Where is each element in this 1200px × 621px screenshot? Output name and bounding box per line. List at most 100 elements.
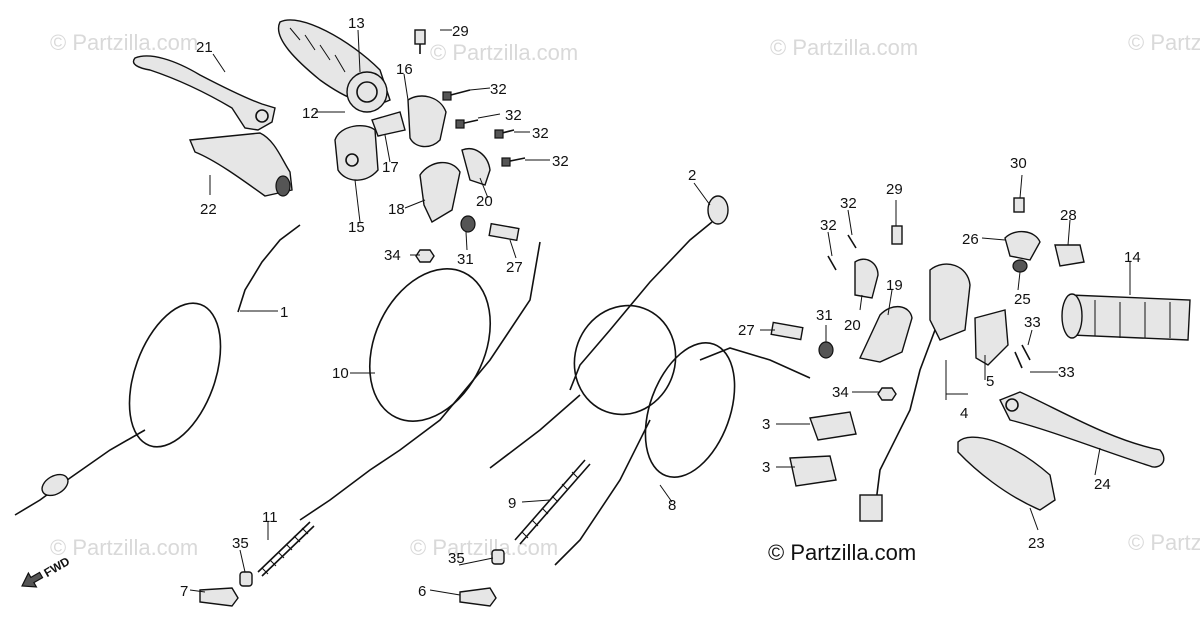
leader-lines [189, 29, 1131, 596]
part-21-lever [132, 55, 276, 131]
part-33-screws [1014, 344, 1031, 369]
callout-27-right: 27 [738, 322, 755, 339]
part-4-switch [859, 263, 971, 522]
callout-9: 9 [508, 495, 516, 512]
part-14-grip [1061, 293, 1191, 341]
callout-6: 6 [418, 583, 426, 600]
part-20-clamp [461, 148, 491, 186]
part-2-throttle-cable [489, 195, 729, 469]
callout-25: 25 [1014, 291, 1031, 308]
callout-19: 19 [886, 277, 903, 294]
callout-32-a: 32 [490, 81, 507, 98]
part-28-cap [1054, 244, 1085, 267]
callout-numbers: 21 22 13 29 16 12 32 32 32 32 17 20 18 1… [180, 15, 1141, 600]
callout-29-right: 29 [886, 181, 903, 198]
part-31-collar-right [818, 341, 834, 359]
callout-5: 5 [986, 373, 994, 390]
callout-17: 17 [382, 159, 399, 176]
part-3-band-upper [809, 411, 857, 441]
callout-20-right: 20 [844, 317, 861, 334]
fwd-arrow-icon [21, 571, 44, 588]
callout-26: 26 [962, 231, 979, 248]
callout-10: 10 [332, 365, 349, 382]
callout-33-b: 33 [1058, 364, 1075, 381]
part-20-clamp-right [854, 258, 879, 299]
part-11-spring [257, 521, 315, 577]
part-22-lever-cover [188, 132, 293, 197]
callout-20-left: 20 [476, 193, 493, 210]
watermark-top-left: © Partzilla.com [50, 30, 198, 55]
callout-18: 18 [388, 201, 405, 218]
callout-32-e: 32 [840, 195, 857, 212]
part-19-holder [858, 306, 913, 363]
callout-1: 1 [280, 304, 288, 321]
callout-16: 16 [396, 61, 413, 78]
part-34-nut-right [877, 387, 897, 401]
fwd-arrow: FWD [21, 554, 72, 588]
callout-24: 24 [1094, 476, 1111, 493]
part-10-throttle-cable [299, 241, 541, 521]
callout-12: 12 [302, 105, 319, 122]
callout-30: 30 [1010, 155, 1027, 172]
part-1-clutch-cable [14, 224, 301, 516]
callout-32-d: 32 [552, 153, 569, 170]
part-3-band-lower [789, 455, 837, 487]
callout-32-f: 32 [820, 217, 837, 234]
callout-3-lower: 3 [762, 459, 770, 476]
callout-32-c: 32 [532, 125, 549, 142]
callout-4: 4 [960, 405, 968, 422]
callout-34-left: 34 [384, 247, 401, 264]
callout-21: 21 [196, 39, 213, 56]
part-26-lever-bracket [1004, 231, 1041, 261]
callout-23: 23 [1028, 535, 1045, 552]
part-24-lever [999, 391, 1165, 468]
watermark-bottom-left: © Partzilla.com [50, 535, 198, 560]
part-35-cap-center [491, 549, 505, 565]
callout-13: 13 [348, 15, 365, 32]
callout-3-upper: 3 [762, 416, 770, 433]
callout-2: 2 [688, 167, 696, 184]
callout-33-a: 33 [1024, 314, 1041, 331]
part-25-spring [1012, 259, 1028, 273]
callout-31-left: 31 [457, 251, 474, 268]
part-32-screws [442, 89, 526, 167]
part-13-grip [277, 19, 391, 113]
callout-14: 14 [1124, 249, 1141, 266]
watermark-top-right: © Partzilla.com [770, 35, 918, 60]
callout-28: 28 [1060, 207, 1077, 224]
part-17-plate [371, 111, 406, 137]
part-27-adjuster-right [770, 321, 804, 341]
callout-8: 8 [668, 497, 676, 514]
part-8-cable [554, 342, 811, 566]
part-29-screw [414, 29, 426, 54]
watermark-top-edge: © Partzilla.com [1128, 30, 1200, 55]
part-30-screw [1013, 197, 1025, 213]
part-7-joint [199, 587, 239, 607]
part-23-lever-cover [957, 436, 1056, 511]
part-15-housing-lower [334, 124, 379, 181]
watermark-bottom-edge: © Partzilla.com [1128, 530, 1200, 555]
part-32-screws-right [827, 234, 857, 271]
part-18-holder [419, 161, 461, 223]
callout-35-left: 35 [232, 535, 249, 552]
part-5-cover [974, 309, 1009, 366]
callout-22: 22 [200, 201, 217, 218]
callout-34-right: 34 [832, 384, 849, 401]
part-6-joint [459, 587, 497, 607]
part-16-housing-upper [407, 95, 447, 148]
part-29-screw-right [891, 225, 903, 245]
callout-29-top: 29 [452, 23, 469, 40]
part-27-adjuster [488, 222, 520, 242]
callout-15: 15 [348, 219, 365, 236]
part-34-nut [415, 249, 435, 263]
part-35-cap [239, 571, 253, 587]
part-31-collar [460, 215, 476, 233]
copyright-label: © Partzilla.com [768, 540, 916, 565]
callout-11: 11 [262, 509, 278, 526]
watermark-top-center: © Partzilla.com [430, 40, 578, 65]
watermark-bottom-center: © Partzilla.com [410, 535, 558, 560]
watermarks: © Partzilla.com © Partzilla.com © Partzi… [50, 30, 1200, 560]
callout-27-left: 27 [506, 259, 523, 276]
callout-35-center: 35 [448, 550, 465, 567]
